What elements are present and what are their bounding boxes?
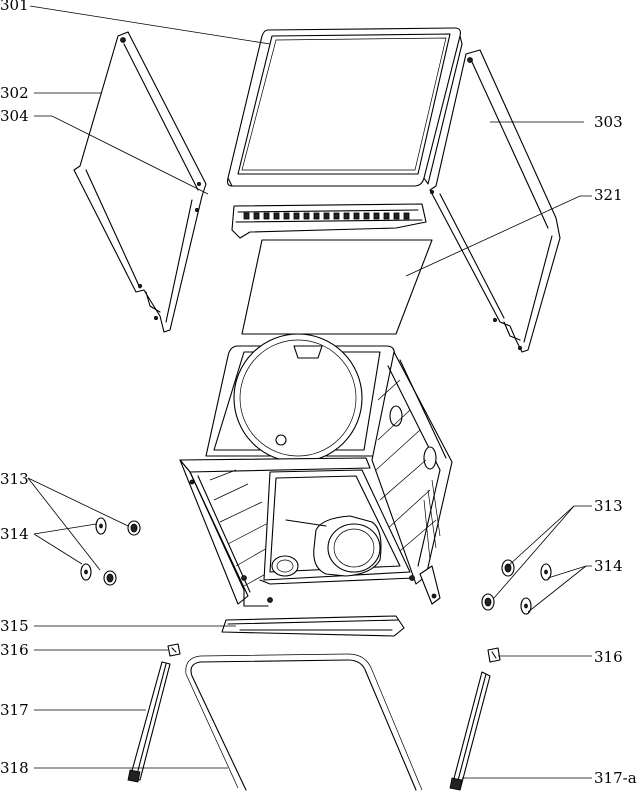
part-313-hinge-left (103, 520, 141, 586)
part-303-right-side-panel (429, 49, 561, 353)
part-315-front-strip (221, 615, 405, 637)
label-314-right: 314 (594, 557, 623, 575)
label-317: 317 (0, 701, 29, 719)
part-302-left-side-panel (73, 31, 207, 333)
part-316-clip-right (487, 647, 501, 663)
label-301: 301 (0, 0, 29, 14)
tub-body (179, 333, 453, 607)
part-316-clip-left (167, 643, 181, 657)
part-313-hinge-right (481, 559, 515, 611)
label-302: 302 (0, 84, 29, 102)
part-318-door-gasket (185, 653, 423, 791)
part-314-washer-right (520, 563, 552, 615)
label-313-left: 313 (0, 470, 29, 488)
part-304-top-rail (231, 203, 427, 239)
label-313-right: 313 (594, 497, 623, 515)
part-317-left-rail (127, 661, 171, 783)
rail-slots (243, 212, 410, 220)
label-304: 304 (0, 107, 29, 125)
label-315: 315 (0, 617, 29, 635)
part-321-insulation-sheet (241, 239, 433, 335)
part-314-washer-left (80, 517, 107, 581)
label-303: 303 (594, 113, 623, 131)
label-321: 321 (594, 186, 623, 204)
label-316-right: 316 (594, 648, 623, 666)
label-316-left: 316 (0, 641, 29, 659)
leader-lines (27, 5, 592, 779)
part-317a-right-rail (449, 671, 491, 791)
part-301-top-cover (226, 27, 463, 187)
label-314-left: 314 (0, 525, 29, 543)
label-317a: 317-a (594, 769, 637, 787)
label-318: 318 (0, 759, 29, 777)
